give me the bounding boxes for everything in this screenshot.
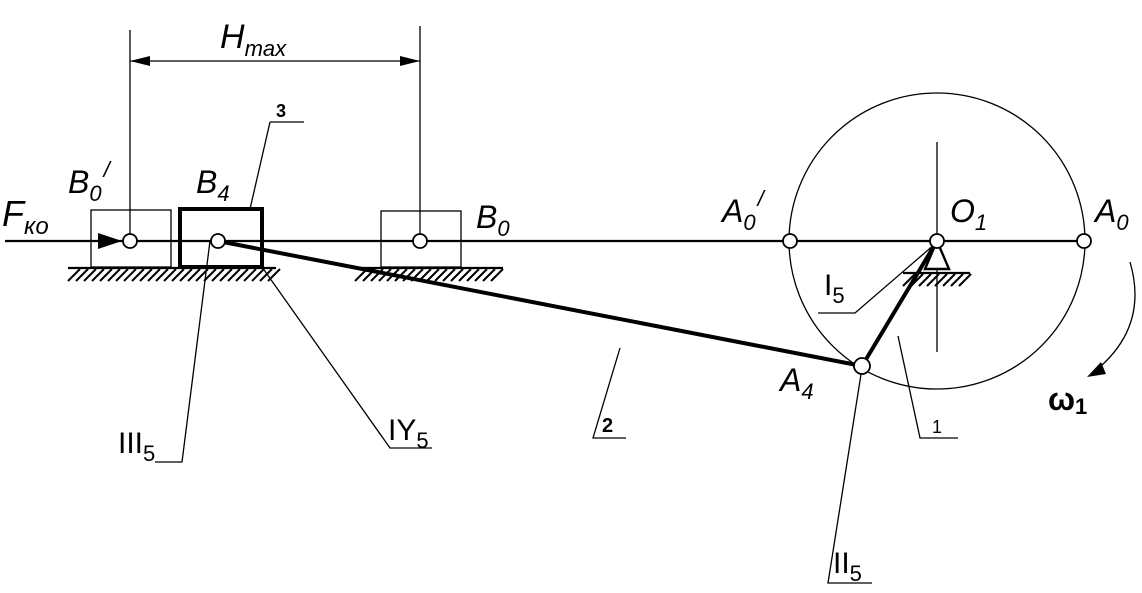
hatch-mark — [99, 268, 113, 282]
hatch-mark — [450, 268, 464, 282]
hatch-mark — [107, 268, 121, 282]
hatch-mark — [75, 268, 89, 282]
hatch-mark — [918, 273, 932, 287]
hatch-mark — [259, 268, 273, 282]
hatch-mark — [902, 273, 916, 287]
hatch-mark — [187, 268, 201, 282]
hatch-mark — [123, 268, 137, 282]
connecting-rod-link-2 — [217, 239, 863, 368]
hatch-mark — [434, 268, 448, 282]
joint-b4 — [210, 233, 226, 249]
joint-a0 — [1076, 233, 1092, 249]
joint-b0 — [412, 233, 428, 249]
hatch-mark — [934, 273, 948, 287]
label-i5: I5 — [824, 269, 845, 308]
frame-support-triangle — [923, 237, 951, 271]
leader-ii5 — [827, 367, 872, 584]
hatch-mark — [442, 268, 456, 282]
hatch-mark — [171, 268, 185, 282]
leader-iy5 — [261, 266, 432, 449]
joint-a0-prime — [782, 233, 798, 249]
crank-link-1 — [860, 239, 939, 368]
hatch-mark — [227, 268, 241, 282]
label-iy5: IY5 — [388, 414, 429, 453]
hatch-mark — [482, 268, 496, 282]
label-b0-prime: B0/ — [68, 157, 112, 206]
hatch-mark — [155, 268, 169, 282]
omega-arc — [1089, 261, 1136, 376]
hatch-mark — [131, 268, 145, 282]
hatch-mark — [950, 273, 964, 287]
hatch-mark — [83, 268, 97, 282]
ground-hatch-o1 — [902, 273, 972, 287]
force-arrow-head — [98, 233, 122, 249]
hatch-mark — [942, 273, 956, 287]
label-a4: A4 — [778, 362, 814, 404]
hmax-arrow-left — [130, 56, 150, 66]
label-force-f: Fко — [2, 193, 49, 240]
hatch-mark — [139, 268, 153, 282]
label-ii5: II5 — [833, 547, 862, 586]
label-link-3: 3 — [276, 101, 286, 121]
leader-2 — [592, 347, 626, 439]
hatch-mark — [458, 268, 472, 282]
label-omega1: ω1 — [1048, 381, 1087, 419]
hatch-mark — [910, 273, 924, 287]
label-hmax: Hmax — [220, 18, 287, 61]
hatch-mark — [243, 268, 257, 282]
hatch-mark — [490, 268, 504, 282]
label-link-1: 1 — [932, 417, 942, 437]
joint-a4 — [853, 357, 871, 375]
joint-b0-prime — [122, 233, 138, 249]
label-b4: B4 — [196, 164, 230, 206]
leader-i5 — [818, 243, 936, 314]
hatch-mark — [91, 268, 105, 282]
joint-o1 — [929, 233, 945, 249]
label-b0: B0 — [476, 199, 510, 241]
hatch-mark — [474, 268, 488, 282]
label-iii5: III5 — [118, 427, 155, 466]
leader-3 — [249, 121, 271, 210]
label-link-2: 2 — [602, 415, 613, 437]
hatch-mark — [219, 268, 233, 282]
hatch-mark — [147, 268, 161, 282]
hatch-mark — [179, 268, 193, 282]
hatch-mark — [251, 268, 265, 282]
omega-arrow-head — [1087, 362, 1106, 377]
leader-iii5 — [155, 240, 211, 463]
hatch-mark — [115, 268, 129, 282]
hatch-mark — [203, 268, 217, 282]
hatch-mark — [426, 268, 440, 282]
hatch-mark — [163, 268, 177, 282]
hatch-mark — [67, 268, 81, 282]
label-a0-prime: A0/ — [720, 186, 766, 235]
hatch-mark — [926, 273, 940, 287]
hatch-mark — [466, 268, 480, 282]
label-a0: A0 — [1093, 193, 1129, 235]
hatch-mark — [211, 268, 225, 282]
label-o1: O1 — [950, 193, 987, 235]
ground-hatch-left — [67, 268, 281, 282]
hatch-mark — [235, 268, 249, 282]
slider-b4 — [178, 207, 264, 269]
hmax-arrow-right — [400, 56, 420, 66]
leader-1 — [897, 335, 958, 439]
hatch-mark — [958, 273, 972, 287]
